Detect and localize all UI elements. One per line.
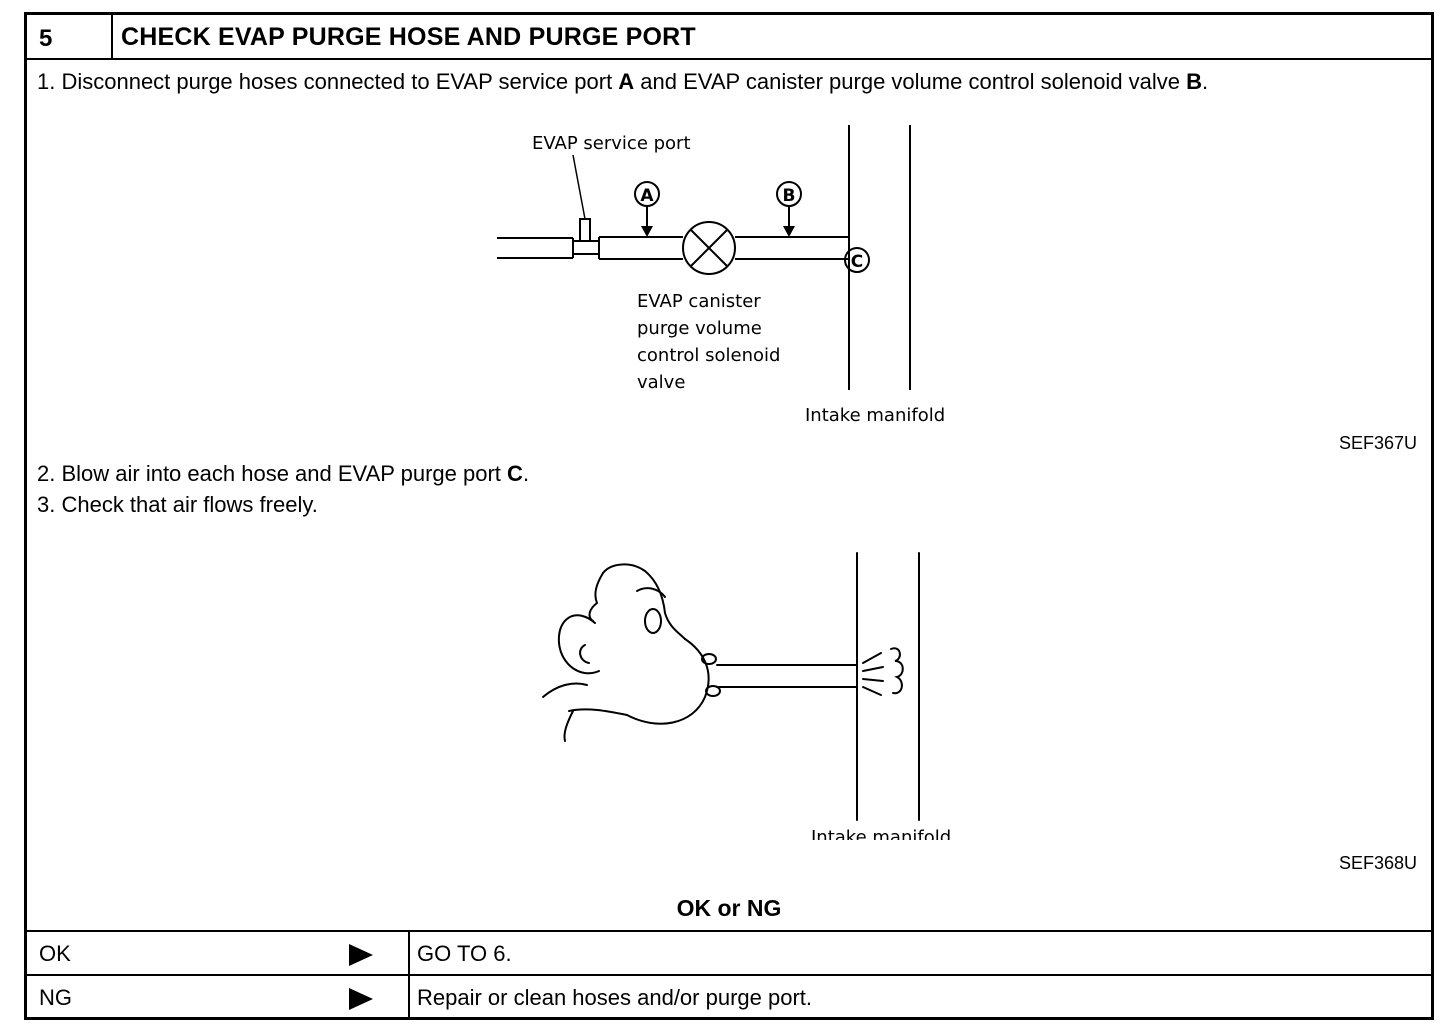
instruction-1-marker-a: A	[618, 69, 635, 94]
step-title: CHECK EVAP PURGE HOSE AND PURGE PORT	[121, 23, 696, 51]
manifold-label-2: Intake manifold	[811, 827, 951, 840]
figure-code-1: SEF367U	[1338, 433, 1417, 453]
marker-b: B	[783, 186, 796, 206]
marker-c: C	[851, 252, 863, 272]
instruction-1-end: .	[1202, 69, 1209, 94]
instruction-2-marker-c: C	[507, 461, 523, 486]
valve-label-line-3: control solenoid	[637, 345, 780, 366]
manifold-label-1: Intake manifold	[805, 405, 945, 425]
marker-a: A	[640, 186, 654, 206]
instruction-2-end: .	[522, 461, 530, 486]
valve-label-line-2: purge volume	[637, 318, 762, 339]
arrow-right-icon	[349, 944, 373, 966]
result-action-ok: GO TO 6.	[417, 941, 512, 966]
step-number: 5	[39, 25, 53, 52]
arrow-right-icon	[349, 988, 373, 1010]
purge-hose-diagram: EVAP service port A B C EVAP canister pu…	[497, 125, 945, 425]
result-divider	[408, 976, 410, 1018]
valve-label-line-1: EVAP canister	[637, 291, 761, 312]
instruction-2: 2. Blow air into each hose and EVAP purg…	[37, 461, 529, 487]
result-label-ng: NG	[39, 985, 72, 1010]
result-label-ok: OK	[39, 941, 71, 966]
procedure-frame: 5 CHECK EVAP PURGE HOSE AND PURGE PORT 1…	[24, 12, 1434, 1020]
result-divider	[408, 932, 410, 974]
header-divider	[111, 15, 113, 58]
result-heading: OK or NG	[676, 895, 782, 921]
instruction-1-text-mid: and EVAP canister purge volume control s…	[634, 69, 1187, 94]
instruction-1: 1. Disconnect purge hoses connected to E…	[37, 69, 1208, 95]
figure-code-2: SEF368U	[1338, 853, 1417, 873]
step-header: 5 CHECK EVAP PURGE HOSE AND PURGE PORT	[27, 15, 1431, 60]
result-row-ok: OK GO TO 6.	[27, 930, 1431, 974]
result-row-ng: NG Repair or clean hoses and/or purge po…	[27, 974, 1431, 1018]
instruction-1-text: 1. Disconnect purge hoses connected to E…	[37, 69, 619, 94]
instruction-1-marker-b: B	[1186, 69, 1203, 94]
result-action-ng: Repair or clean hoses and/or purge port.	[417, 985, 813, 1010]
instruction-3: 3. Check that air flows freely.	[37, 492, 318, 517]
service-port-label: EVAP service port	[532, 133, 691, 154]
valve-label-line-4: valve	[637, 372, 685, 393]
instruction-2-text: 2. Blow air into each hose and EVAP purg…	[37, 461, 508, 486]
blow-air-diagram: Intake manifold	[542, 552, 951, 840]
